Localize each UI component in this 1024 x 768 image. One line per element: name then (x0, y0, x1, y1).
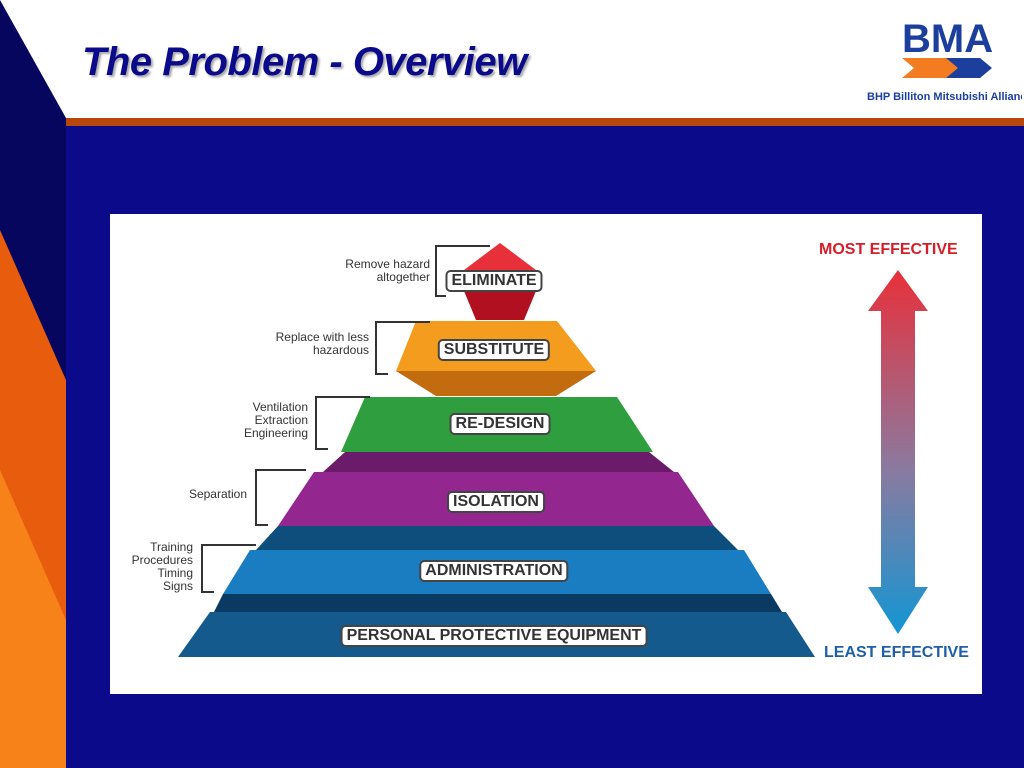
logo-arrow-icon (902, 58, 962, 78)
effectiveness-arrow (868, 270, 928, 634)
tier-label-administration: ADMINISTRATION (419, 560, 569, 582)
slide-title: The Problem - Overview (82, 40, 527, 84)
least-effective-label: LEAST EFFECTIVE (824, 644, 969, 661)
tier-label-redesign: RE-DESIGN (449, 413, 551, 435)
tier-label-substitute: SUBSTITUTE (437, 339, 551, 361)
logo-tagline: BHP Billiton Mitsubishi Alliance (867, 91, 1022, 103)
tier-label-ppe: PERSONAL PROTECTIVE EQUIPMENT (340, 625, 648, 647)
logo-text: BMA (902, 17, 993, 61)
bracket-substitute (375, 321, 430, 375)
bracket-redesign (315, 396, 370, 450)
note-isolation: Separation (188, 487, 247, 501)
bma-logo: BMA BHP Billiton Mitsubishi Alliance (862, 14, 1024, 106)
bracket-eliminate (435, 245, 490, 297)
hierarchy-of-controls-diagram (178, 243, 928, 657)
eliminate-tier-top (464, 243, 536, 270)
tier-label-eliminate: ELIMINATE (445, 270, 543, 292)
bracket-isolation (255, 469, 306, 526)
tier-label-isolation: ISOLATION (447, 491, 545, 513)
header-accent-rule (66, 118, 1024, 126)
header-band (0, 0, 1024, 118)
most-effective-label: MOST EFFECTIVE (819, 241, 958, 258)
eliminate-tier (464, 291, 536, 320)
bracket-administration (201, 544, 256, 593)
